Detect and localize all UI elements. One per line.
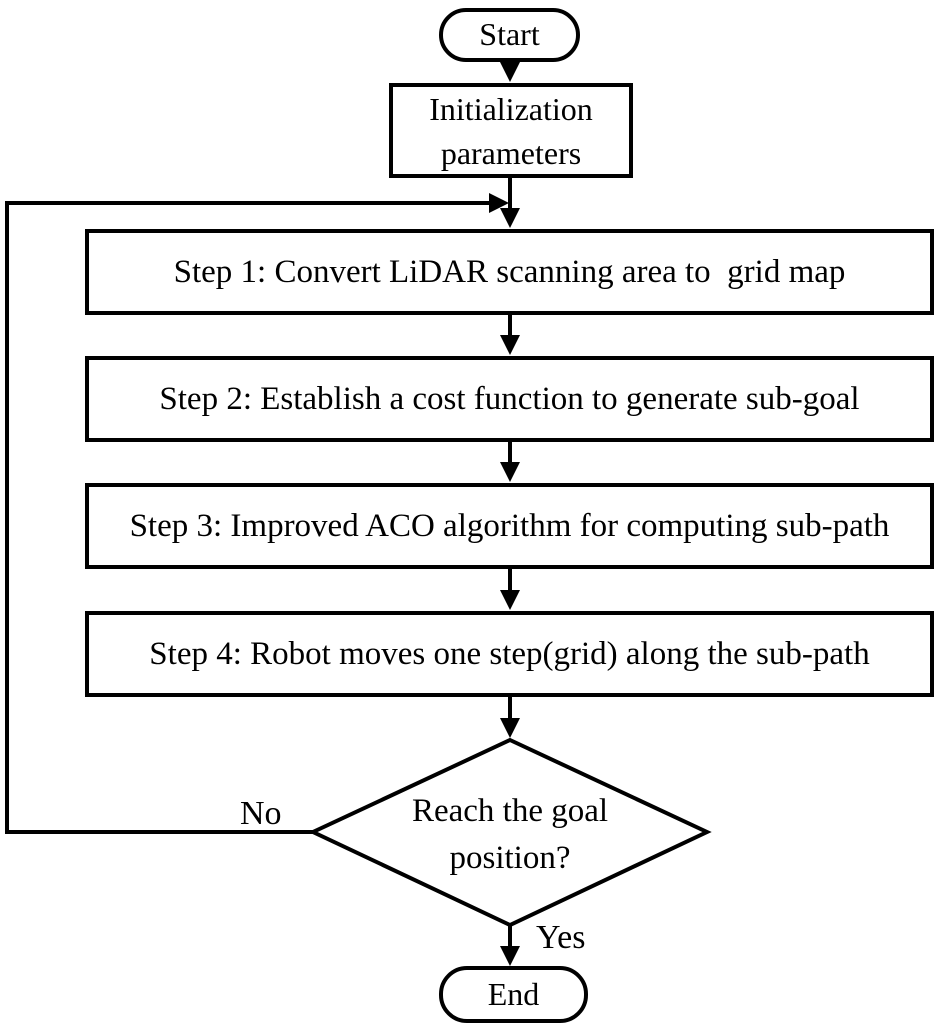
edge-step3-step4-arrowhead — [500, 590, 520, 610]
edge-start-init-arrowhead — [500, 62, 520, 82]
decision-node-label: Reach the goal position? — [411, 793, 609, 876]
step3-node: Step 3: Improved ACO algorithm for compu… — [85, 483, 934, 569]
initialization-node: Initialization parameters — [389, 83, 633, 178]
edge-step2-step3-arrowhead — [500, 462, 520, 482]
edge-step1-step2-arrowhead — [500, 335, 520, 355]
edge-label-no: No — [240, 795, 282, 832]
end-node: End — [439, 966, 588, 1023]
edge-no-feedback-line — [5, 201, 491, 834]
edge-yes-arrowhead — [500, 946, 520, 966]
edge-step4-decision-arrowhead — [500, 718, 520, 738]
start-node: Start — [439, 8, 580, 62]
edge-init-step1-arrowhead — [500, 208, 520, 228]
step2-node: Step 2: Establish a cost function to gen… — [85, 356, 934, 442]
step4-node: Step 4: Robot moves one step(grid) along… — [85, 611, 934, 697]
edge-no-feedback-arrowhead — [489, 193, 509, 213]
edge-label-yes: Yes — [536, 919, 586, 956]
step1-node: Step 1: Convert LiDAR scanning area to g… — [85, 229, 934, 315]
